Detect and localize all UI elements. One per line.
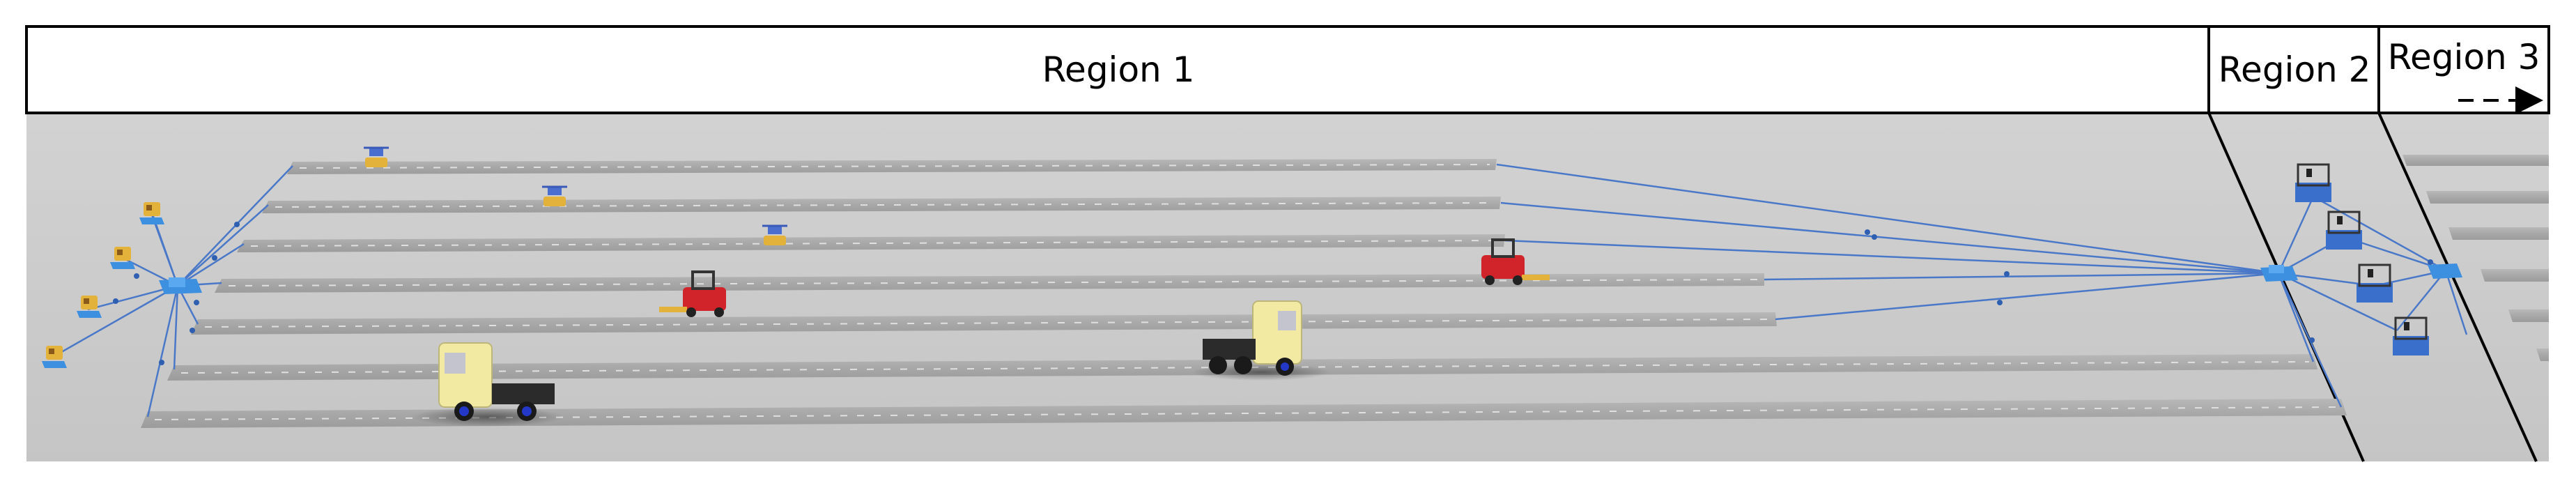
station-icon: [169, 277, 185, 287]
lane-agvs: [364, 146, 787, 245]
agv-charger-1: [139, 202, 164, 224]
station-icon: [2269, 265, 2284, 273]
agv-chargers: [42, 202, 164, 368]
storage-lanes: [141, 159, 2347, 428]
truck-icon: [1252, 300, 1302, 365]
forklift-2: [1481, 238, 1550, 285]
forklift-icon: [1481, 255, 1525, 279]
agv-on-lane-3: [762, 224, 787, 245]
agv-charger-3: [77, 296, 102, 318]
region-3-lanes: [2403, 155, 2549, 361]
lane-2: [262, 197, 1501, 213]
truck-1: [411, 342, 564, 427]
lane-5: [191, 312, 1777, 335]
right-hub-station: [2260, 265, 2298, 282]
agv-charger-2: [110, 247, 135, 269]
path-network: [52, 163, 2468, 418]
region-2-label: Region 2: [2218, 49, 2371, 90]
agv-on-lane-1: [364, 146, 389, 167]
robot-station-2: [2326, 211, 2362, 250]
robot-station-4: [2393, 316, 2429, 355]
region-3-label: Region 3: [2387, 37, 2540, 77]
region-1-label: Region 1: [1042, 49, 1195, 90]
lane-7: [141, 399, 2347, 428]
robot-station-3: [2357, 263, 2393, 303]
lane-3: [237, 234, 1505, 252]
lane-1: [287, 159, 1497, 174]
left-hub-station: [159, 277, 202, 294]
agv-on-lane-2: [542, 185, 567, 206]
truck-2: [1191, 300, 1331, 381]
truck-icon: [438, 342, 493, 408]
forklift-1: [659, 270, 726, 317]
robot-station-1: [2295, 163, 2331, 202]
forklift-icon: [683, 287, 726, 311]
region-boundary-2-3: [2377, 112, 2538, 462]
region-header-band: [25, 25, 2550, 114]
agv-charger-4: [42, 346, 67, 368]
region-3-hub-station: [2428, 263, 2462, 279]
path-nodes: [113, 222, 2433, 365]
robot-stations: [2295, 163, 2429, 355]
lane-4: [215, 273, 1764, 293]
